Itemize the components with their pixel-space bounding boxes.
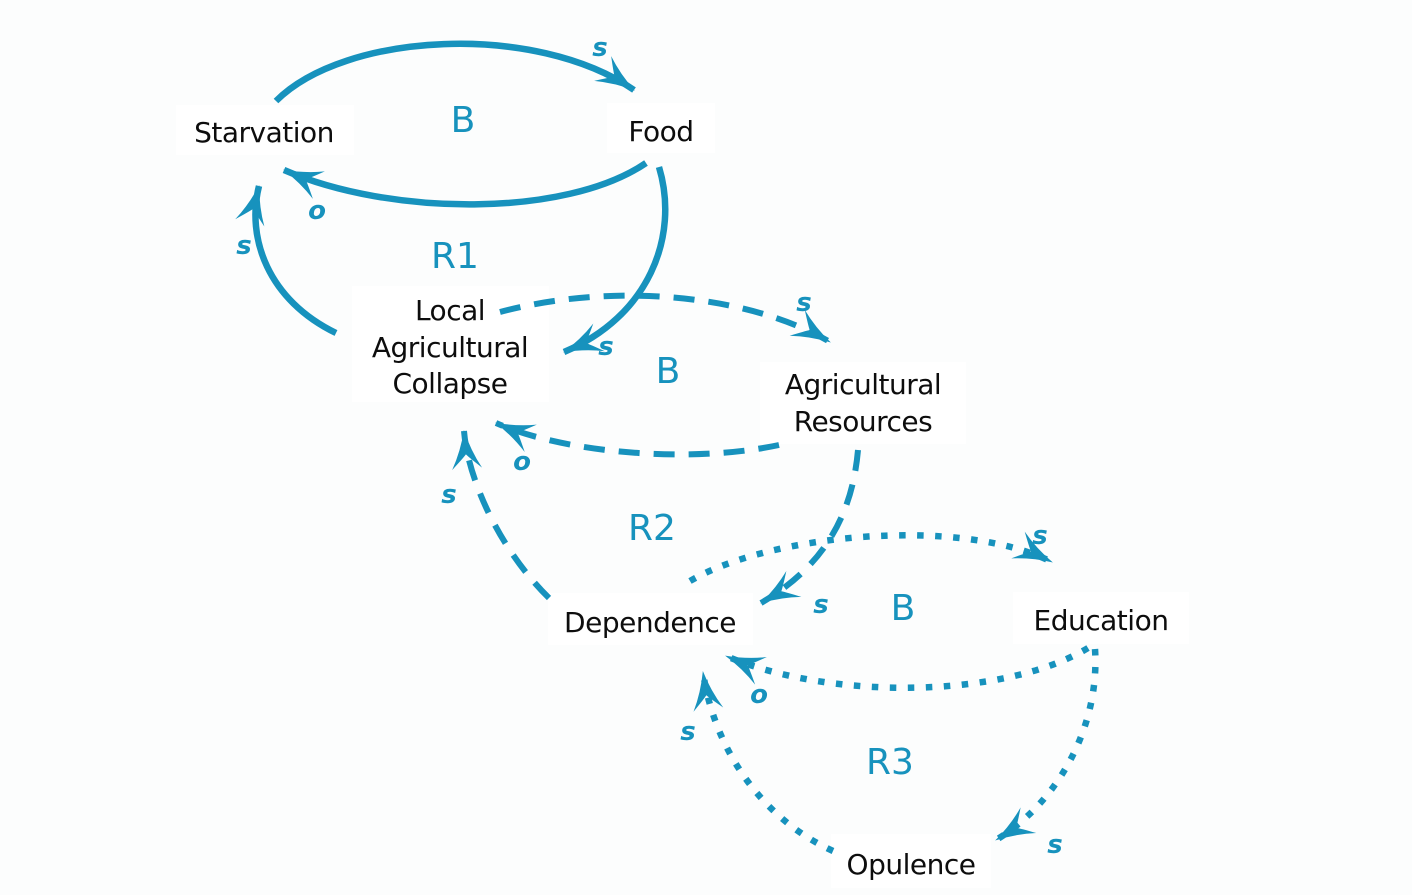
loop-r1-label: R1 (431, 236, 479, 277)
resources-box (760, 362, 966, 444)
arrow-collapse-to-starvation (235, 185, 338, 336)
node-education: Education (1034, 604, 1169, 637)
node-collapse-line3: Collapse (393, 367, 508, 400)
polarity-opulence-to-dependence: s (680, 717, 695, 747)
node-dependence: Dependence (564, 606, 736, 639)
arrow-dependence-to-education (688, 531, 1054, 584)
polarity-education-to-dependence: o (750, 680, 768, 710)
node-resources-line2: Resources (794, 405, 933, 438)
arrow-starvation-to-food (273, 40, 636, 104)
node-food: Food (628, 115, 693, 148)
food-box (607, 103, 715, 153)
polarity-collapse-to-starvation: s (236, 231, 251, 261)
polarity-dependence-to-collapse: s (441, 480, 456, 510)
loop-b2-label: B (656, 351, 681, 392)
node-collapse-line2: Agricultural (372, 331, 528, 364)
dependence-box (548, 593, 753, 645)
opulence-box (831, 834, 991, 888)
node-backgrounds (176, 103, 1189, 888)
arrow-education-to-dependence (724, 645, 1090, 691)
starvation-box (176, 105, 354, 155)
loop-labels: B R1 B R2 B R3 (431, 100, 915, 783)
arrow-resources-to-collapse (494, 420, 780, 458)
node-opulence: Opulence (847, 848, 976, 881)
loop-r3-label: R3 (866, 742, 914, 783)
arrow-opulence-to-dependence (693, 671, 835, 854)
polarity-resources-to-collapse: o (513, 447, 531, 477)
arrow-food-to-starvation (282, 160, 648, 208)
arrow-food-to-collapse (562, 166, 669, 355)
node-starvation: Starvation (194, 116, 334, 149)
polarity-starvation-to-food: s (592, 33, 607, 63)
node-labels: Starvation Food Local Agricultural Colla… (194, 115, 1169, 881)
polarity-labels: s o s s s o s s s o s s (236, 33, 1062, 860)
polarity-food-to-collapse: s (598, 332, 613, 362)
loop-b3-label: B (891, 588, 916, 629)
node-collapse-line1: Local (415, 294, 485, 327)
arrow-education-to-opulence (994, 648, 1099, 843)
arrow-collapse-to-resources (499, 292, 832, 345)
arrow-resources-to-dependence (759, 449, 861, 606)
links (235, 40, 1099, 854)
education-box (1013, 592, 1189, 644)
polarity-dependence-to-education: s (1032, 521, 1047, 551)
polarity-education-to-opulence: s (1047, 830, 1062, 860)
arrow-dependence-to-collapse (452, 430, 552, 601)
polarity-resources-to-dependence: s (813, 590, 828, 620)
polarity-food-to-starvation: o (308, 196, 326, 226)
loop-r2-label: R2 (628, 508, 676, 549)
loop-b1-label: B (451, 100, 476, 141)
polarity-collapse-to-resources: s (796, 288, 811, 318)
node-resources-line1: Agricultural (785, 368, 941, 401)
